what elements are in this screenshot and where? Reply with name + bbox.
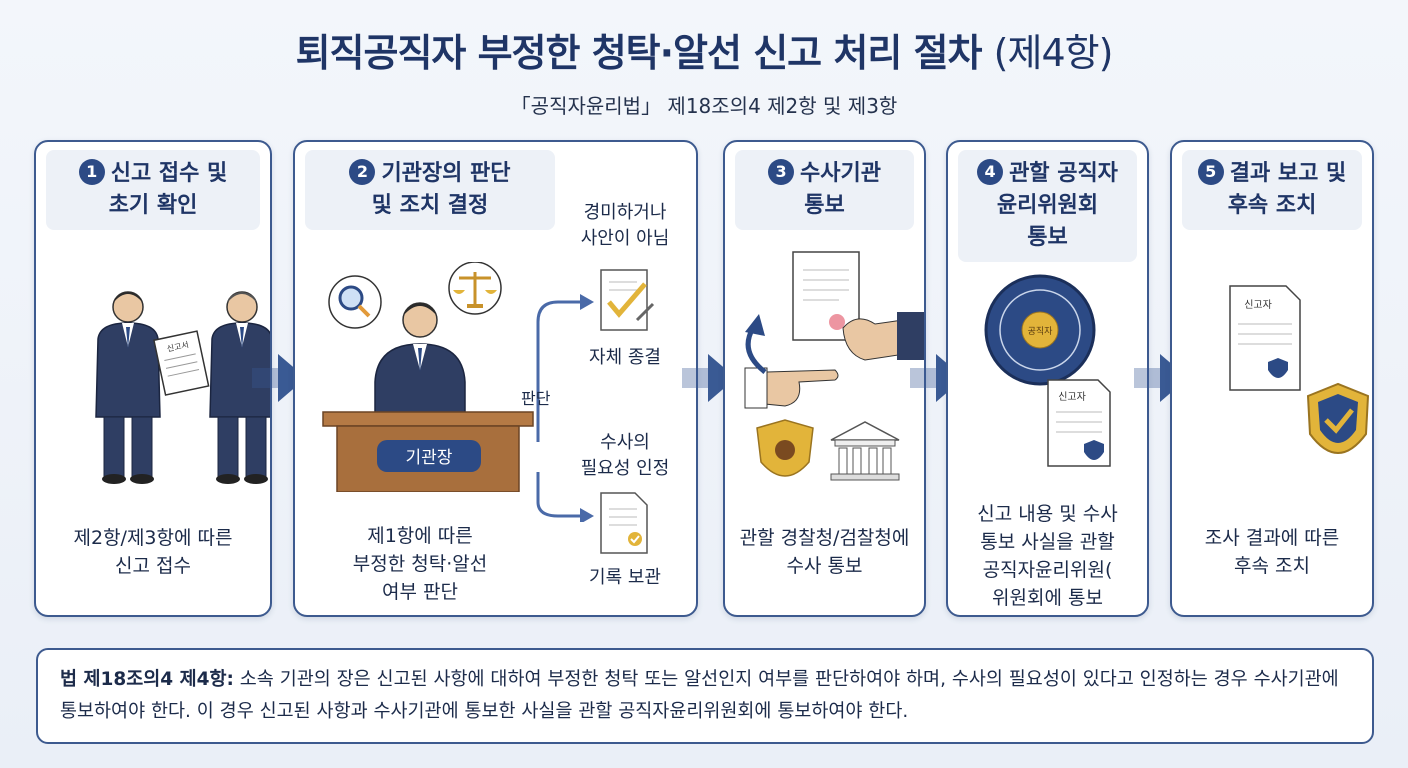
page-title: 퇴직공직자 부정한 청탁·알선 신고 처리 절차 (제4항) <box>295 31 1114 75</box>
executive-desk-illustration: 기관장 <box>322 262 534 492</box>
branch-b-result: 기록 보관 <box>589 567 661 588</box>
step-3-number: 3 <box>768 159 795 185</box>
step-2-number: 2 <box>349 159 376 185</box>
legal-note-text: 소속 기관의 장은 신고된 사항에 대하여 부정한 청탁 또는 알선인지 여부를… <box>60 669 1339 722</box>
checklist-icon <box>600 269 655 331</box>
committee-seal-icon: 공직자 <box>984 274 1096 386</box>
flow-arrow-1 <box>252 354 306 402</box>
result-document-icon: 신고자 <box>1229 285 1301 391</box>
shield-check-icon <box>1306 382 1370 454</box>
step-5-number: 5 <box>1197 159 1224 185</box>
step-1-number: 1 <box>78 159 105 185</box>
report-document-label: 신고자 <box>1058 391 1086 403</box>
page-subtitle: 「공직자윤리법」 제18조의4 제2항 및 제3항 <box>510 94 898 118</box>
seal-center-text: 공직자 <box>1028 326 1054 337</box>
pointing-hand-icon <box>744 367 839 409</box>
legal-note: 법 제18조의4 제4항: 소속 기관의 장은 신고된 사항에 대하여 부정한 … <box>36 648 1374 744</box>
flow-arrow-2 <box>682 354 736 402</box>
document-label: 신고서 <box>166 340 189 353</box>
handover-illustration: 신고서 <box>95 291 270 484</box>
archive-document-icon <box>600 492 648 554</box>
document-handover-illustration <box>744 251 924 481</box>
person-left-icon <box>95 291 161 484</box>
committee-seal-illustration: 공직자 신고자 <box>984 274 1111 467</box>
result-document-label: 신고자 <box>1244 299 1272 311</box>
branch-connector <box>536 294 594 522</box>
scales-of-justice-icon <box>448 262 502 315</box>
police-badge-icon <box>756 419 814 477</box>
magnifier-icon <box>328 275 382 329</box>
hand-right-icon <box>842 312 924 361</box>
result-illustration: 신고자 <box>1229 285 1370 454</box>
desk-nameplate: 기관장 <box>406 448 453 468</box>
desk-icon: 기관장 <box>322 411 534 492</box>
document-icon: 신고서 <box>153 330 210 396</box>
step-4-number: 4 <box>977 159 1004 185</box>
court-building-icon <box>830 421 900 481</box>
person-right-icon <box>209 291 270 484</box>
report-document-icon: 신고자 <box>1047 379 1111 467</box>
legal-note-lead: 법 제18조의4 제4항: <box>60 669 234 690</box>
branch-a-result: 자체 종결 <box>589 347 661 368</box>
judge-label: 판단 <box>521 389 551 408</box>
